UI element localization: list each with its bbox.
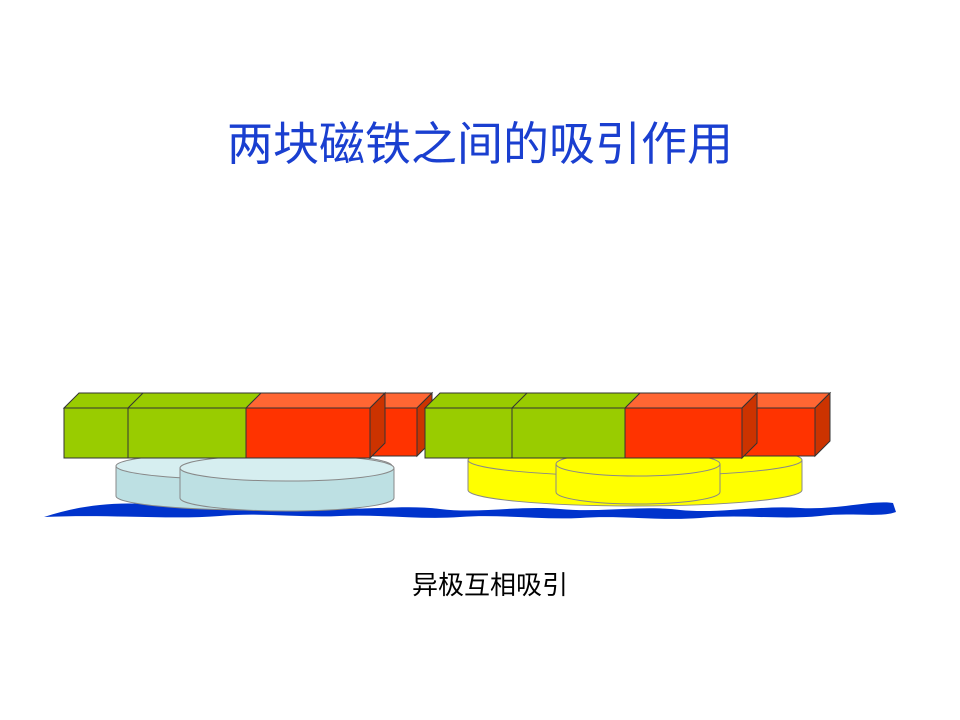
left-magnet-front	[62, 391, 387, 460]
slide-title: 两块磁铁之间的吸引作用	[227, 117, 733, 171]
left-float-front	[179, 454, 395, 512]
diagram-caption: 异极互相吸引	[411, 571, 568, 601]
left-magnet-north-pole	[245, 407, 371, 459]
right-float-front	[555, 451, 721, 505]
right-magnet-green-mid	[511, 407, 626, 459]
left-magnet-green-mid	[127, 407, 247, 459]
left-float-group	[115, 451, 395, 512]
right-magnet-north-pole	[624, 407, 743, 459]
right-magnet-front	[423, 391, 759, 460]
left-magnet-south-pole	[63, 407, 129, 459]
right-magnet-south-pole	[424, 407, 513, 459]
